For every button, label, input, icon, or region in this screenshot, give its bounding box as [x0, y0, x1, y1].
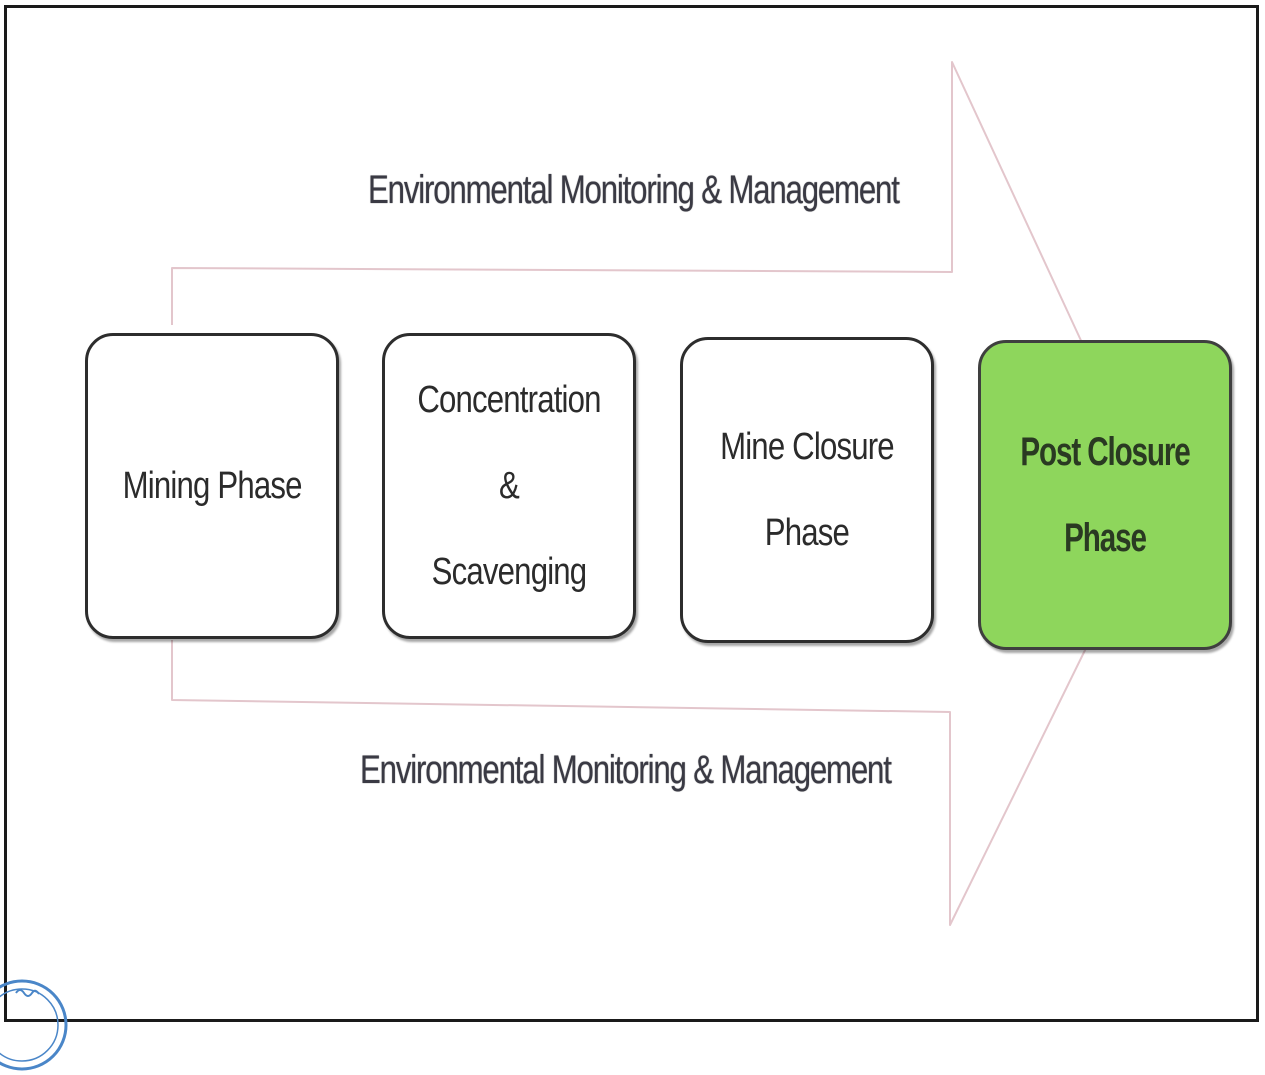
- post-closure-phase-box: Post Closure Phase: [978, 340, 1232, 650]
- banner-top-label: Environmental Monitoring & Management: [368, 168, 900, 212]
- post-closure-phase-label: Post Closure Phase: [1013, 409, 1197, 581]
- concentration-scavenging-box: Concentration & Scavenging: [382, 333, 636, 639]
- phase-label-line1: Mining Phase: [122, 465, 303, 507]
- phase-label-line2: Scavenging: [431, 551, 587, 593]
- phase-label-line2: Phase: [764, 512, 850, 554]
- mine-closure-phase-label: Mine Closure Phase: [720, 404, 895, 576]
- concentration-scavenging-label: Concentration & Scavenging: [407, 357, 610, 615]
- mining-phase-box: Mining Phase: [85, 333, 339, 639]
- phase-label-line1: Mine Closure: [720, 426, 895, 468]
- official-seal-stamp: [0, 979, 68, 1071]
- banner-bottom-label: Environmental Monitoring & Management: [360, 748, 892, 792]
- diagram-frame: [4, 5, 1259, 1022]
- phase-label-line1: Concentration &: [417, 379, 601, 507]
- mine-closure-phase-box: Mine Closure Phase: [680, 337, 934, 643]
- phase-label-line1: Post Closure Phase: [1020, 430, 1190, 560]
- mining-phase-label: Mining Phase: [122, 443, 303, 529]
